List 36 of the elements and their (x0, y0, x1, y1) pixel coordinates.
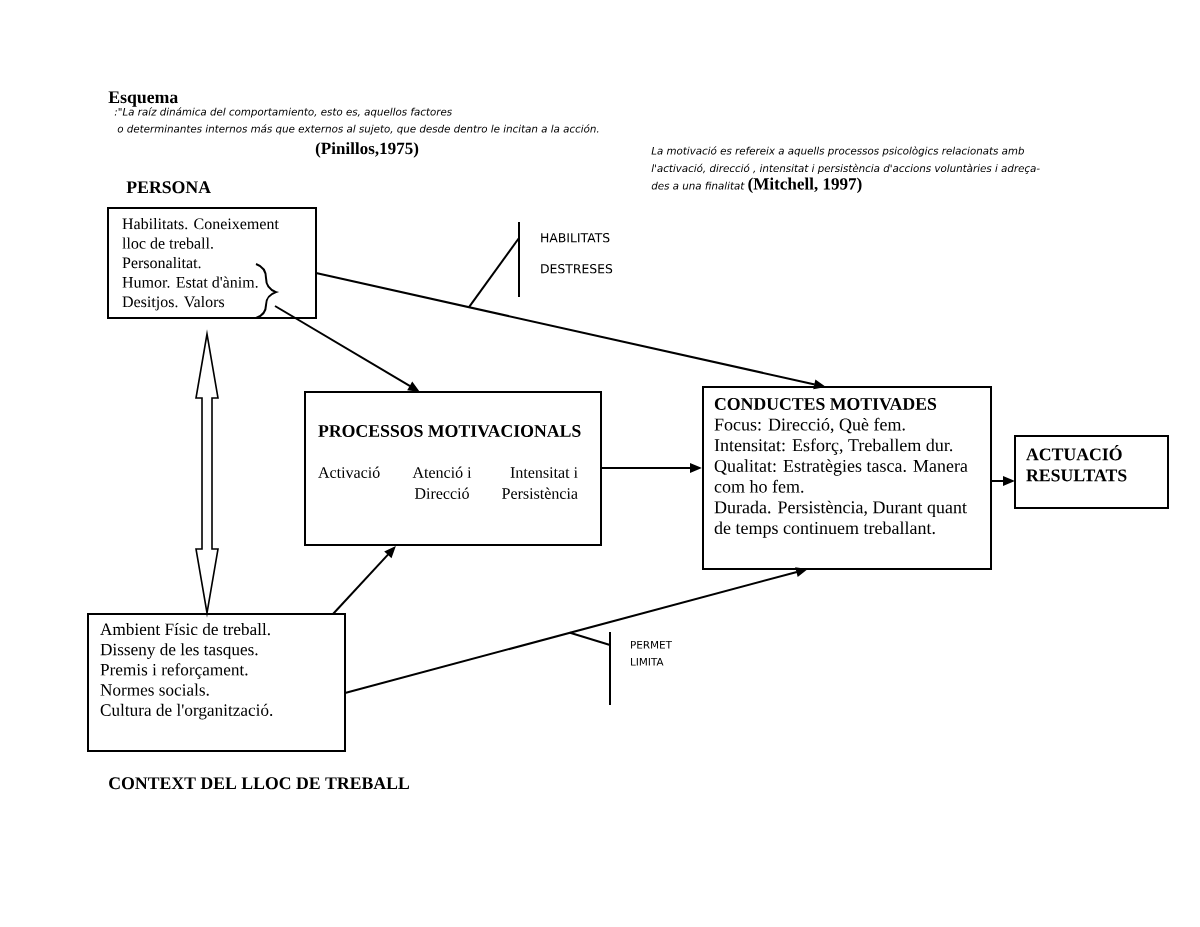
stage-label: Atenció i Direcció (412, 466, 472, 499)
factor-label: PERMET (631, 641, 672, 649)
item-text: Cultura de l'organització. (100, 703, 273, 720)
stage-label: Intensitat i Persistència (502, 467, 578, 499)
item-text: Humor. Estat d'ànim. (122, 276, 258, 288)
result-box (1014, 435, 1169, 509)
section-heading: PERSONA (126, 181, 211, 194)
factor-label: LIMITA (631, 658, 664, 666)
item-text: Intensitat: Esforç, Treballem dur. (714, 438, 953, 455)
item-text: Habilitats. Coneixement lloc de treball. (122, 218, 279, 249)
box-heading: CONDUCTES MOTIVADES (714, 398, 937, 410)
item-text: Personalitat. (122, 257, 201, 269)
moderator-label (609, 631, 672, 706)
item-text: Disseny de les tasques. (100, 643, 258, 659)
moderator-line (569, 631, 611, 646)
title: Esquema (108, 91, 178, 107)
behaviour-box (702, 386, 992, 570)
item-text: Premis i reforçament. (100, 663, 248, 679)
moderator-label (518, 221, 613, 298)
item-text: Qualitat: Estratègies tasca. Manera com ho fem. (714, 459, 968, 493)
box-heading: ACTUACIÓ RESULTATS (1026, 445, 1127, 482)
quote-text: :"La raíz dinámica del comportamiento, esto es, aquellos factores o determinantes internos más que externos al sujeto, que desde dentro le incitan a la acción. (114, 107, 599, 135)
item-text: Durada. Persistència, Durant quant de temps continuem treballant. (714, 500, 967, 538)
citation: (Pinillos,1975) (315, 142, 419, 158)
moderator-line (468, 237, 520, 309)
quote-text: La motivació es refereix a aquells processos psicològics relacionats amb l'activació, direcció , intensitat i persistència d'accions voluntàries i adreça- des a una finalitat (Mitchell, 1997) (651, 146, 1040, 194)
factor-label: DESTRESES (541, 264, 613, 274)
item-text: Normes socials. (100, 683, 209, 696)
item-text: Focus: Direcció, Què fem. (714, 417, 905, 434)
factor-label: HABILITATS (541, 233, 610, 243)
item-text: Ambient Físic de treball. (100, 623, 270, 636)
box-heading: PROCESSOS MOTIVACIONALS (318, 425, 581, 437)
item-text: Desitjos. Valors (122, 295, 225, 311)
process-box (304, 391, 602, 546)
stage-label: Activació (318, 466, 380, 478)
section-heading: CONTEXT DEL LLOC DE TREBALL (109, 777, 410, 790)
